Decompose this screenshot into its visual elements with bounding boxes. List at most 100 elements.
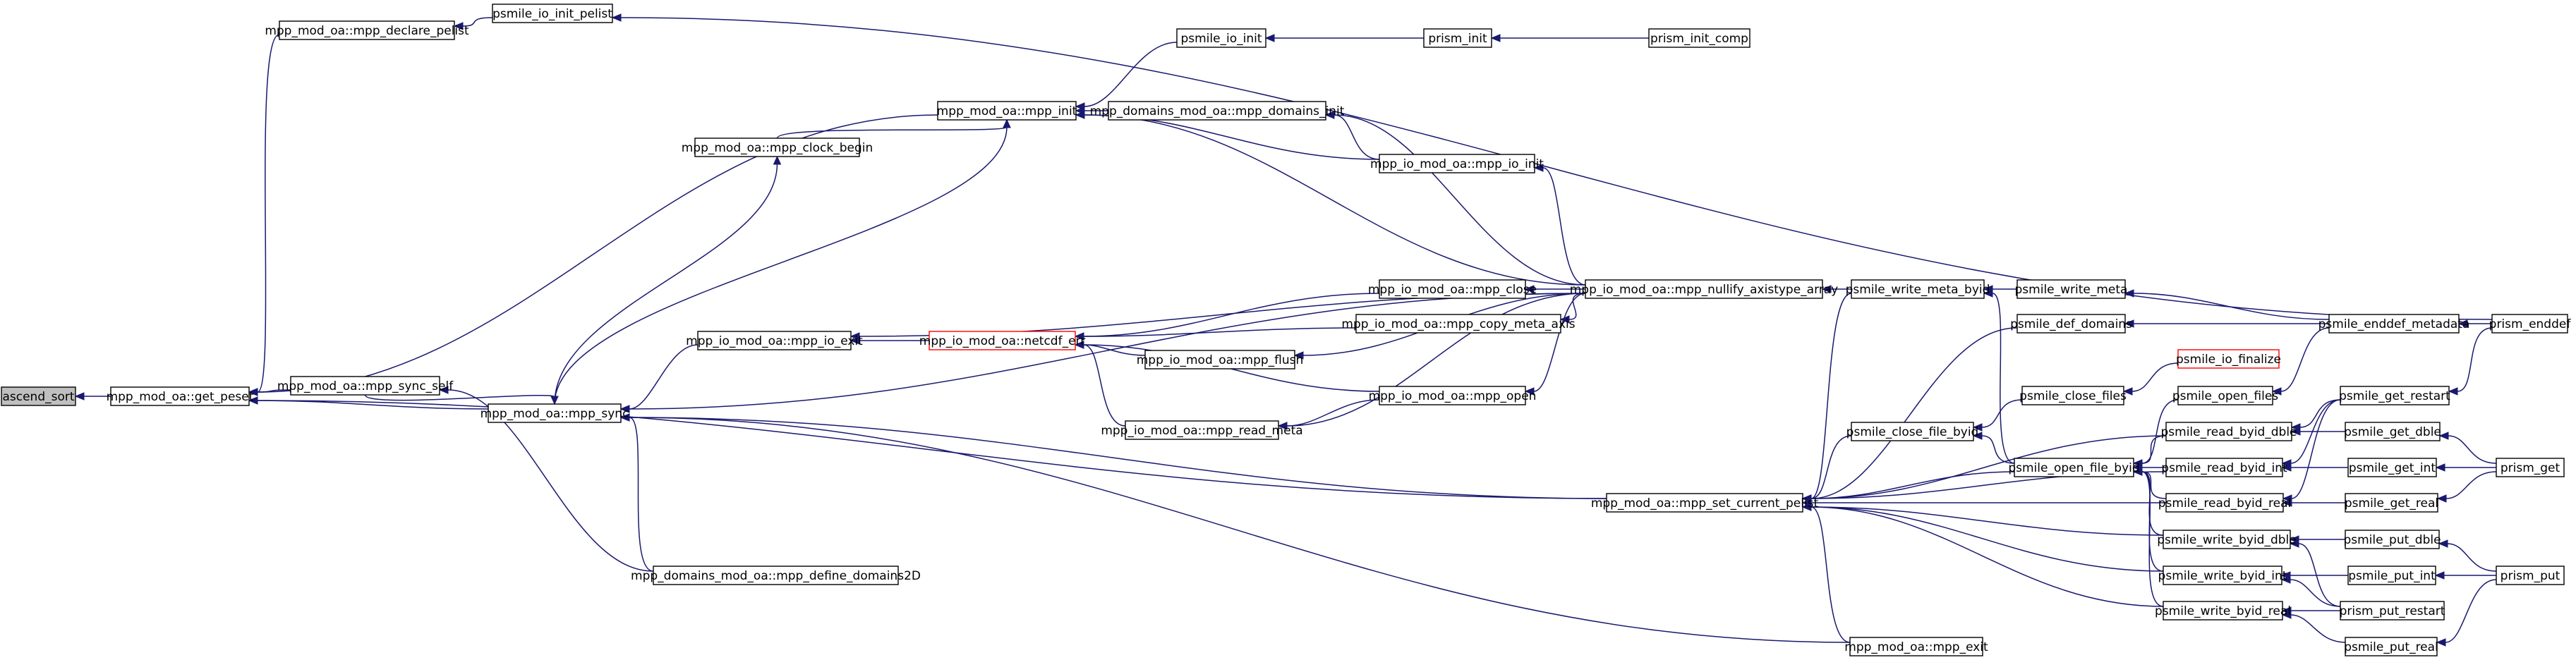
node-write-meta-byid[interactable]: psmile_write_meta_byid <box>1846 279 1990 299</box>
node-enddef-metadata[interactable]: psmile_enddef_metadata <box>2318 314 2470 334</box>
node-box <box>929 331 1076 350</box>
arrowhead-icon <box>2290 427 2301 436</box>
node-nullify[interactable]: mpp_io_mod_oa::mpp_nullify_axistype_arra… <box>1570 279 1839 299</box>
node-put-restart[interactable]: prism_put_restart <box>2340 601 2445 621</box>
node-read-byid-real[interactable]: psmile_read_byid_real <box>2158 493 2291 513</box>
node-get-peset[interactable]: mpp_mod_oa::get_peset <box>107 386 254 406</box>
call-edge <box>629 344 699 410</box>
node-get-int[interactable]: psmile_get_int <box>2347 458 2437 477</box>
node-box <box>1851 279 1985 299</box>
node-label: mpp_mod_oa::mpp_sync_self <box>277 379 454 393</box>
node-set-current-pelist[interactable]: mpp_mod_oa::mpp_set_current_pelist <box>1591 493 1819 513</box>
node-get-dble[interactable]: psmile_get_dble <box>2344 422 2441 441</box>
node-label: psmile_put_int <box>2348 569 2436 583</box>
node-box <box>279 20 455 40</box>
node-label: psmile_read_byid_dble <box>2160 425 2297 439</box>
node-label: mpp_io_mod_oa::mpp_close <box>1368 283 1537 297</box>
node-ascend-sort[interactable]: ascend_sort <box>1 386 76 406</box>
node-box <box>1355 314 1561 334</box>
node-def-domains[interactable]: psmile_def_domains <box>2010 314 2132 334</box>
node-define-domains2d[interactable]: mpp_domains_mod_oa::mpp_define_domains2D <box>631 566 921 585</box>
node-io-open[interactable]: mpp_io_mod_oa::mpp_open <box>1369 386 1537 405</box>
node-close-files[interactable]: psmile_close_files <box>2019 386 2127 405</box>
node-label: mpp_mod_oa::mpp_clock_begin <box>682 141 873 155</box>
node-box <box>290 376 440 396</box>
arrowhead-icon <box>1533 164 1544 172</box>
call-edge <box>364 394 555 401</box>
node-label: mpp_io_mod_oa::mpp_read_meta <box>1101 424 1302 438</box>
node-read-byid-int[interactable]: psmile_read_byid_int <box>2161 458 2287 477</box>
node-put-real[interactable]: psmile_put_real <box>2344 637 2438 656</box>
node-netcdf-err[interactable]: mpp_io_mod_oa::netcdf_err <box>919 331 1085 350</box>
node-label: prism_init <box>1428 32 1487 46</box>
node-write-byid-int[interactable]: psmile_write_byid_int <box>2158 566 2287 585</box>
node-io-init[interactable]: mpp_io_mod_oa::mpp_io_init <box>1370 154 1544 173</box>
call-edge <box>629 417 654 572</box>
node-label: mpp_mod_oa::get_peset <box>107 390 254 404</box>
node-prism-init[interactable]: prism_init <box>1423 28 1492 48</box>
node-label: mpp_domains_mod_oa::mpp_domains_init <box>1090 104 1345 118</box>
node-io-flush[interactable]: mpp_io_mod_oa::mpp_flush <box>1137 350 1304 369</box>
arrowhead-icon <box>2282 499 2292 507</box>
node-box <box>2340 386 2450 405</box>
call-edge <box>1810 506 2164 607</box>
call-edge <box>1083 327 1357 337</box>
node-label: psmile_io_init_pelist <box>492 7 612 21</box>
arrowhead-icon <box>1801 503 1812 511</box>
node-io-exit[interactable]: mpp_io_mod_oa::mpp_io_exit <box>686 331 863 350</box>
arrowhead-icon <box>2122 387 2133 396</box>
call-edge <box>1810 293 1852 499</box>
node-mpp-sync[interactable]: mpp_mod_oa::mpp_sync <box>480 403 629 423</box>
call-edge <box>1533 293 1586 392</box>
call-edge <box>257 400 1607 499</box>
node-label: psmile_write_meta_byid <box>1846 283 1990 297</box>
node-write-meta[interactable]: psmile_write_meta <box>2015 279 2128 299</box>
arrowhead-icon <box>1821 285 1832 293</box>
node-read-byid-dble[interactable]: psmile_read_byid_dble <box>2160 422 2297 441</box>
arrowhead-icon <box>1003 118 1011 128</box>
arrowhead-icon <box>2281 463 2292 472</box>
node-prism-put[interactable]: prism_put <box>2496 566 2565 585</box>
call-edge <box>554 163 778 405</box>
node-prism-enddef[interactable]: prism_enddef <box>2489 314 2572 334</box>
node-label: psmile_enddef_metadata <box>2318 317 2470 331</box>
node-read-meta[interactable]: mpp_io_mod_oa::mpp_read_meta <box>1101 420 1303 440</box>
node-psmile-io-finalize[interactable]: psmile_io_finalize <box>2176 349 2281 369</box>
node-psmile-io-init[interactable]: psmile_io_init <box>1176 28 1266 48</box>
node-clock-begin[interactable]: mpp_mod_oa::mpp_clock_begin <box>682 138 873 157</box>
node-get-real[interactable]: psmile_get_real <box>2345 493 2438 513</box>
node-box <box>1606 493 1803 513</box>
node-mpp-sync-self[interactable]: mpp_mod_oa::mpp_sync_self <box>277 376 454 396</box>
node-write-byid-dble[interactable]: psmile_write_byid_dble <box>2157 530 2297 549</box>
call-edge <box>257 34 280 393</box>
node-put-int[interactable]: psmile_put_int <box>2347 566 2436 585</box>
node-write-byid-real[interactable]: psmile_write_byid_real <box>2155 601 2291 621</box>
node-io-close[interactable]: mpp_io_mod_oa::mpp_close <box>1368 279 1537 299</box>
node-box <box>937 101 1077 121</box>
node-mpp-exit[interactable]: mpp_mod_oa::mpp_exit <box>1844 637 1988 656</box>
node-prism-init-comp[interactable]: prism_init_comp <box>1648 28 1750 48</box>
call-edge <box>1992 293 2015 464</box>
node-io-init-pelist[interactable]: psmile_io_init_pelist <box>492 4 613 23</box>
node-get-restart[interactable]: psmile_get_restart <box>2339 386 2450 405</box>
node-box <box>2177 349 2280 369</box>
node-declare-pelist[interactable]: mpp_mod_oa::mpp_declare_pelist <box>265 20 469 40</box>
node-mpp-init[interactable]: mpp_mod_oa::mpp_init <box>937 101 1077 121</box>
node-put-dble[interactable]: psmile_put_dble <box>2343 530 2441 549</box>
node-box <box>1379 279 1526 299</box>
arrowhead-icon <box>2457 319 2468 328</box>
node-copy-meta-axis[interactable]: mpp_io_mod_oa::mpp_copy_meta_axis <box>1341 314 1576 334</box>
call-edge <box>1568 293 1586 320</box>
node-label: ascend_sort <box>2 390 74 404</box>
node-open-files[interactable]: psmile_open_files <box>2172 386 2278 405</box>
node-open-file-byid[interactable]: psmile_open_file_byid <box>2008 458 2140 477</box>
node-box <box>2491 314 2568 334</box>
node-box <box>1379 154 1535 173</box>
node-close-file-byid[interactable]: psmile_close_file_byid <box>1846 422 1979 441</box>
node-domains-init[interactable]: mpp_domains_mod_oa::mpp_domains_init <box>1090 101 1345 121</box>
call-edge <box>629 293 1586 410</box>
call-edge <box>2445 579 2497 643</box>
node-prism-get[interactable]: prism_get <box>2496 458 2565 477</box>
arrowhead-icon <box>2124 289 2134 298</box>
